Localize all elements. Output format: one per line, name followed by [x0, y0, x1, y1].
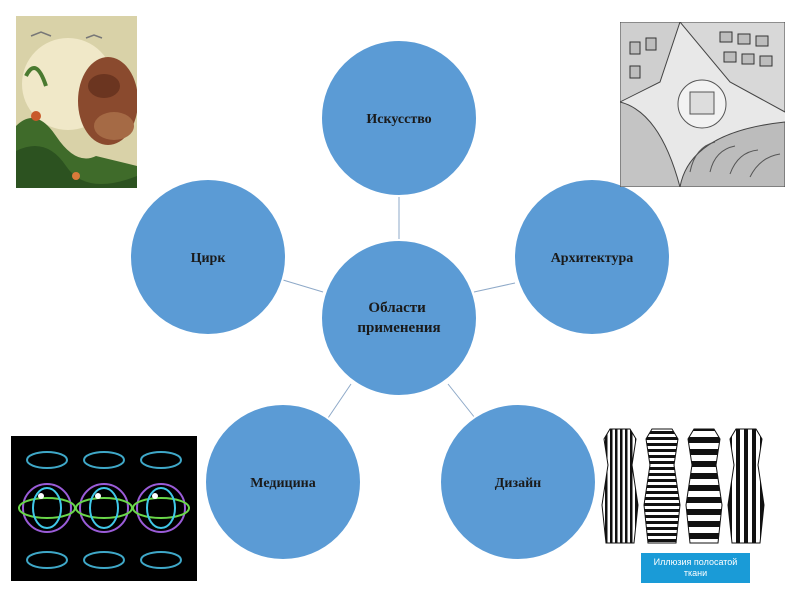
node-center: Области применения	[320, 239, 478, 397]
connector-architecture	[473, 282, 516, 293]
node-center-line-1: Области	[368, 300, 426, 316]
node-circus: Цирк	[129, 178, 287, 336]
node-architecture: Архитектура	[513, 178, 671, 336]
striped-fabric-caption: Иллюзия полосатой ткани	[641, 553, 750, 583]
node-art: Искусство	[320, 39, 478, 197]
node-design-label: Дизайн	[495, 476, 541, 491]
connector-design	[447, 383, 476, 419]
connector-circus	[282, 279, 324, 293]
escher-print-gallery	[620, 22, 785, 187]
caption-text: Иллюзия полосатой ткани	[653, 557, 738, 578]
node-architecture-label: Архитектура	[551, 251, 634, 266]
striped-dresses-illusion	[600, 425, 772, 547]
connectors	[282, 194, 516, 419]
node-medicine: Медицина	[204, 403, 362, 561]
node-circus-label: Цирк	[191, 251, 227, 266]
glowing-spheres-illusion	[11, 436, 197, 581]
node-art-label: Искусство	[366, 112, 431, 127]
node-medicine-label: Медицина	[250, 476, 315, 491]
old-man-illusion-painting	[16, 16, 137, 188]
node-center-label: Области применения	[357, 300, 440, 336]
connector-medicine	[327, 383, 352, 419]
node-design: Дизайн	[439, 403, 597, 561]
node-center-line-2: применения	[357, 320, 440, 336]
